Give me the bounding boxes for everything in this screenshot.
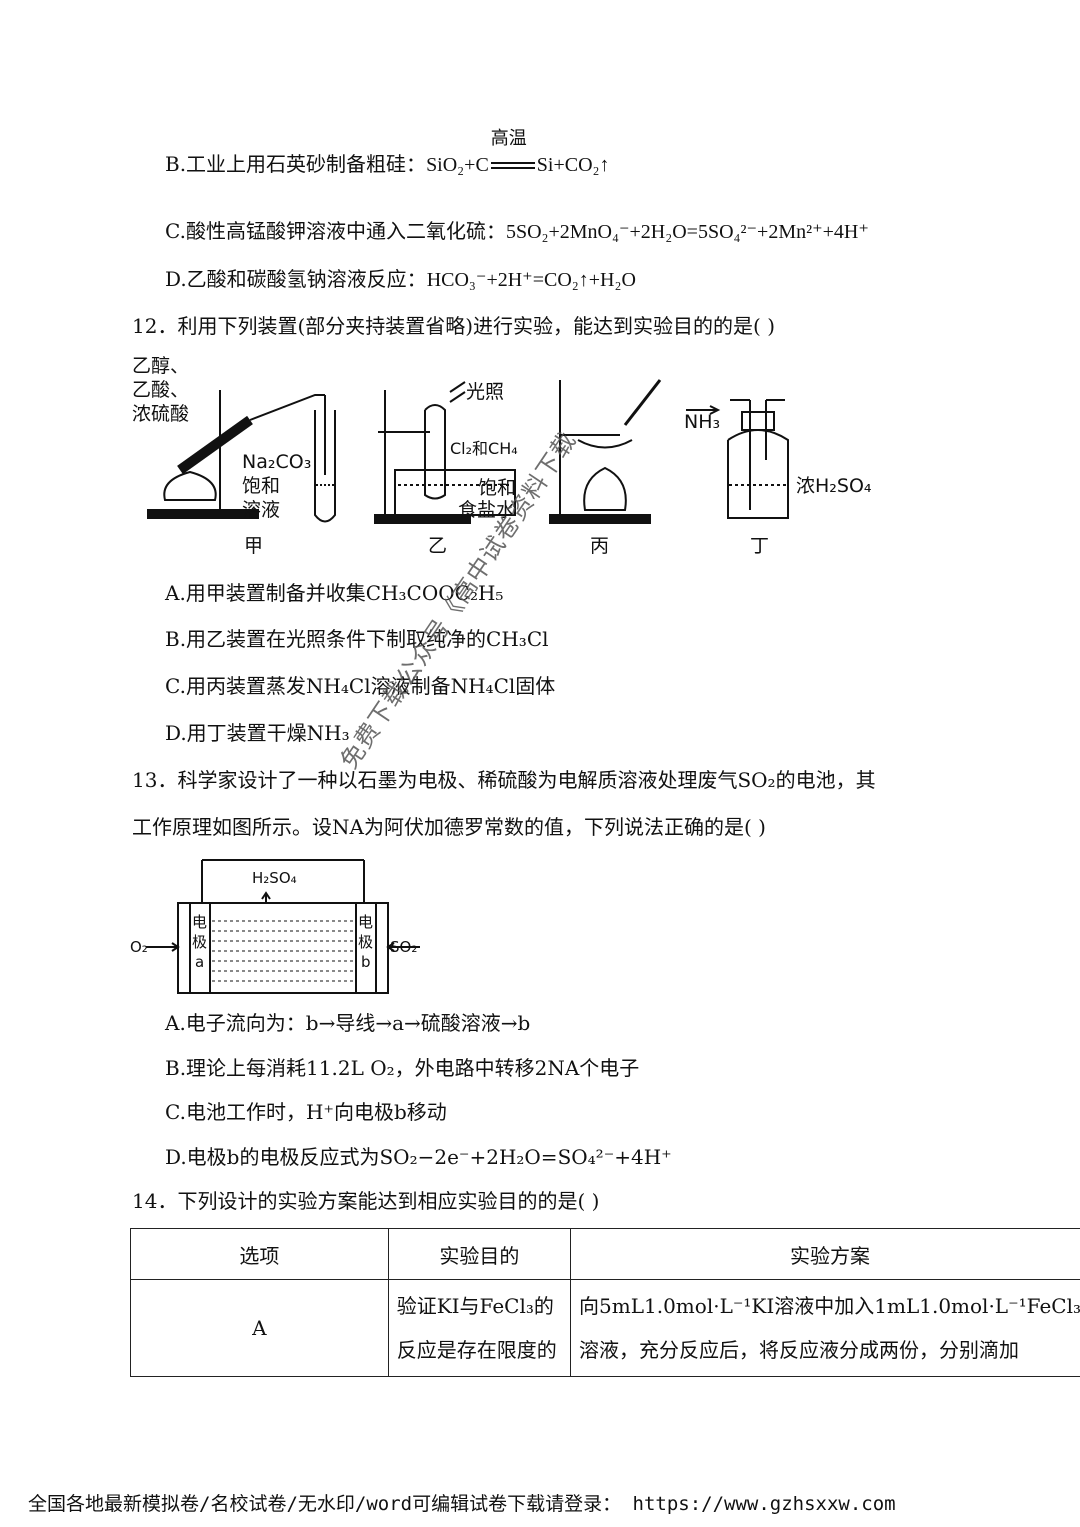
q13-option-d: D.电极b的电极反应式为SO₂−2e⁻+2H₂O=SO₄²⁻+4H⁺ <box>165 1145 672 1169</box>
q13-stem-line-2: 工作原理如图所示。设NA为阿伏加德罗常数的值，下列说法正确的是( ) <box>132 815 766 839</box>
q12-option-b: B.用乙装置在光照条件下制取纯净的CH₃Cl <box>165 627 549 651</box>
table-cell-purpose-line-2: 反应是存在限度的 <box>396 1338 557 1362</box>
q13-battery-figure: H₂SO₄ O₂ SO₂ 电 极 a 电 极 b <box>130 859 420 994</box>
jia-label-3: 浓硫酸 <box>132 403 189 425</box>
jia-burner <box>163 470 217 501</box>
yi-water-label-1: 饱和 <box>478 477 516 499</box>
table-cell-purpose-line-1: 验证KI与FeCl₃的 <box>396 1294 554 1318</box>
table-row: A 验证KI与FeCl₃的 反应是存在限度的 向5mL1.0mol·L⁻¹KI溶… <box>130 1279 1080 1377</box>
electrode-b-char-2: 极 <box>358 933 373 951</box>
jia-label-6: 溶液 <box>242 499 280 521</box>
so2-label: SO₂ <box>390 938 417 956</box>
q11-option-b-text: B.工业上用石英砂制备粗硅： <box>165 152 427 176</box>
ding-acid-label: 浓H₂SO₄ <box>796 475 872 497</box>
table-cell-plan: 向5mL1.0mol·L⁻¹KI溶液中加入1mL1.0mol·L⁻¹FeCl₃ … <box>570 1279 1080 1377</box>
ding-bottle <box>727 429 789 519</box>
q11-option-b-left: SiO₂+C <box>426 154 489 176</box>
apparatus-name-bing: 丙 <box>590 535 609 557</box>
q13-option-b: B.理论上每消耗11.2L O₂，外电路中转移2NA个电子 <box>165 1056 640 1080</box>
q12-option-a: A.用甲装置制备并收集CH₃COOC₂H₅ <box>165 581 504 605</box>
jia-receiver-tube <box>314 410 336 523</box>
electrode-a <box>189 902 211 994</box>
q11-option-d-text: D.乙酸和碳酸氢钠溶液反应： <box>165 267 427 291</box>
jia-label-2: 乙酸、 <box>132 379 189 401</box>
electrode-b-char-3: b <box>361 953 371 971</box>
table-cell-option: A <box>130 1279 389 1377</box>
q12-option-d: D.用丁装置干燥NH₃ <box>165 721 350 745</box>
bing-burner <box>583 466 627 511</box>
q11-option-b-right: Si+CO₂↑ <box>536 154 610 176</box>
electrode-a-char-3: a <box>195 953 204 971</box>
table-header-plan: 实验方案 <box>570 1228 1080 1280</box>
q14-table: 选项 实验目的 实验方案 A 验证KI与FeCl₃的 反应是存在限度的 向5mL… <box>130 1228 1080 1377</box>
q13-option-a: A.电子流向为：b→导线→a→硫酸溶液→b <box>165 1011 531 1035</box>
footer-text: 全国各地最新模拟卷/名校试卷/无水印/word可编辑试卷下载请登录： https… <box>28 1493 896 1515</box>
q12-apparatus-figure: 乙醇、 乙酸、 浓硫酸 Na₂CO₃ 饱和 溶液 光照 Cl₂和CH₄ 饱和 食… <box>132 355 872 557</box>
q11-option-d: D.乙酸和碳酸氢钠溶液反应：HCO₃⁻+2H⁺=CO₂↑+H₂O <box>165 269 636 290</box>
q12-stem: 12．利用下列装置(部分夹持装置省略)进行实验，能达到实验目的的是( ) <box>132 314 776 338</box>
yi-gas-label: Cl₂和CH₄ <box>450 439 518 458</box>
apparatus-name-ding: 丁 <box>750 535 769 557</box>
jia-base <box>147 509 259 519</box>
q11-option-c-formula: 5SO₂+2MnO₄⁻+2H₂O=5SO₄²⁻+2Mn²⁺+4H⁺ <box>505 221 869 243</box>
electrode-b-char-1: 电 <box>358 913 373 931</box>
jia-label-1: 乙醇、 <box>132 355 189 377</box>
yi-trough <box>394 469 516 516</box>
table-header-row: 选项 实验目的 实验方案 <box>130 1228 1080 1280</box>
electrode-a-char-2: 极 <box>192 933 207 951</box>
q11-option-c-text: C.酸性高锰酸钾溶液中通入二氧化硫： <box>165 219 506 243</box>
q13-option-c: C.电池工作时，H⁺向电极b移动 <box>165 1100 447 1124</box>
jia-label-4: Na₂CO₃ <box>242 451 311 473</box>
yi-light-label: 光照 <box>466 381 504 403</box>
q14-stem: 14．下列设计的实验方案能达到相应实验目的的是( ) <box>132 1189 600 1213</box>
table-header-option: 选项 <box>130 1228 389 1280</box>
yi-water-label-2: 食盐水 <box>458 499 515 521</box>
table-cell-purpose: 验证KI与FeCl₃的 反应是存在限度的 <box>387 1279 572 1377</box>
electrode-a-char-1: 电 <box>192 913 207 931</box>
yi-test-tube <box>424 404 446 500</box>
o2-label: O₂ <box>130 938 148 956</box>
bing-dish <box>577 439 633 449</box>
electrode-b <box>355 902 377 994</box>
jia-label-5: 饱和 <box>242 475 280 497</box>
table-header-purpose: 实验目的 <box>387 1228 572 1280</box>
table-cell-plan-line-2: 溶液，充分反应后，将反应液分成两份，分别滴加 <box>579 1338 1020 1362</box>
double-equals-sign <box>490 162 535 169</box>
q13-stem-line-1: 13．科学家设计了一种以石墨为电极、稀硫酸为电解质溶液处理废气SO₂的电池，其 <box>132 768 876 792</box>
table-cell-plan-line-1: 向5mL1.0mol·L⁻¹KI溶液中加入1mL1.0mol·L⁻¹FeCl₃ <box>579 1294 1080 1318</box>
apparatus-name-yi: 乙 <box>428 535 447 557</box>
q11-option-c: C.酸性高锰酸钾溶液中通入二氧化硫：5SO₂+2MnO₄⁻+2H₂O=5SO₄²… <box>165 221 869 242</box>
ding-gas-label: NH₃ <box>684 411 720 433</box>
q12-option-c: C.用丙装置蒸发NH₄Cl溶液制备NH₄Cl固体 <box>165 674 556 698</box>
q11-condition-label: 高温 <box>490 128 527 149</box>
product-label: H₂SO₄ <box>252 869 297 887</box>
jia-tube <box>177 415 253 475</box>
q11-reaction-condition: 高温 <box>489 130 537 174</box>
apparatus-name-jia: 甲 <box>244 535 263 557</box>
q11-option-d-formula: HCO₃⁻+2H⁺=CO₂↑+H₂O <box>426 269 636 291</box>
